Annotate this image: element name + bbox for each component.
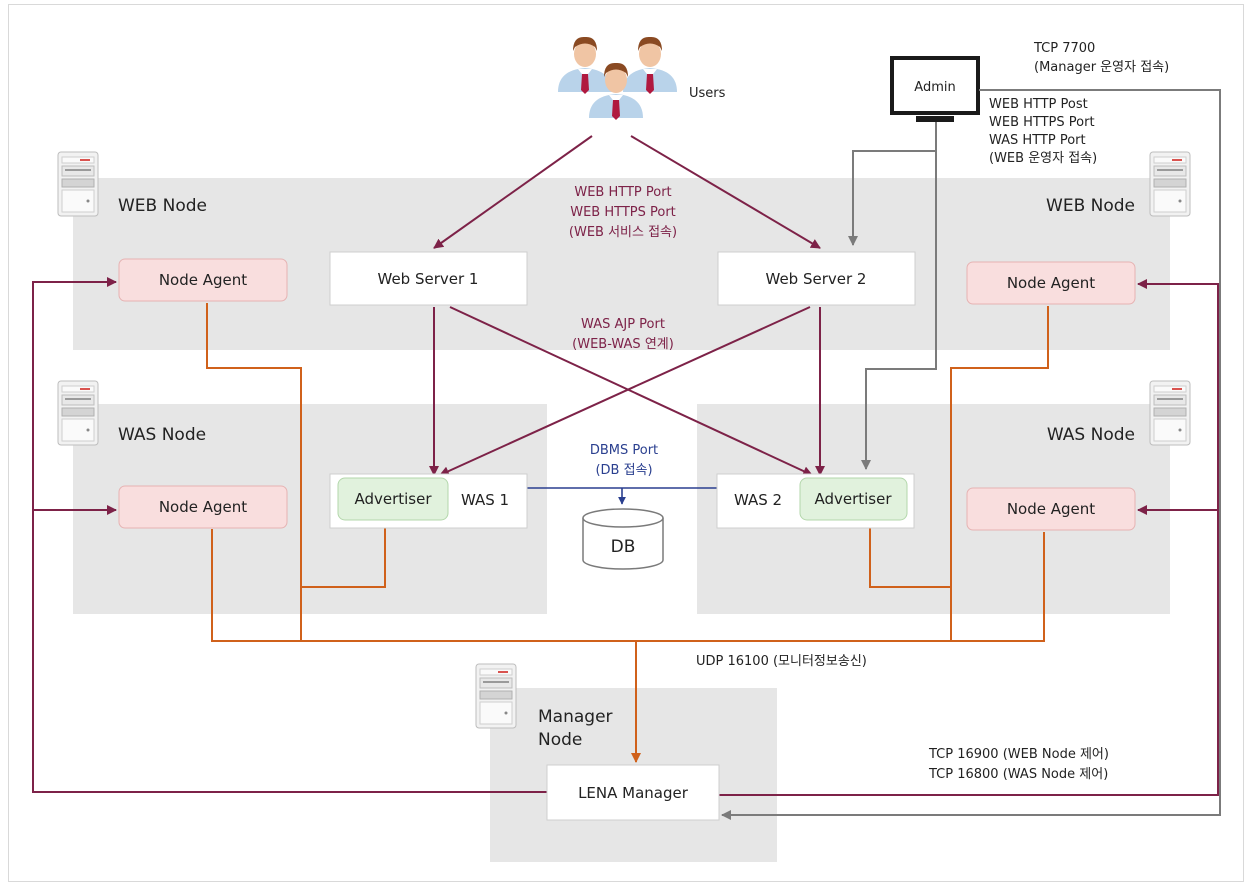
node-agent-web-left[interactable]	[118, 258, 288, 302]
web-server-2[interactable]	[717, 251, 916, 306]
user-icon	[558, 36, 612, 94]
manager-node-title-line2: Node	[538, 730, 582, 750]
web-service-access-label: (WEB 서비스 접속)	[569, 225, 677, 240]
node-agent-web-right[interactable]	[966, 261, 1136, 305]
node-agent-label: Node Agent	[159, 498, 247, 516]
node-agent-label: Node Agent	[159, 271, 247, 289]
was-ajp-port-label: WAS AJP Port	[581, 317, 665, 332]
db-access-label: (DB 접속)	[595, 463, 652, 478]
db-label: DB	[611, 537, 636, 557]
node-agent-label: Node Agent	[1007, 500, 1095, 518]
web-server-2-label: Web Server 2	[766, 270, 867, 288]
dbms-port-label: DBMS Port	[590, 443, 658, 458]
web-http-port-label: WEB HTTP Port	[574, 185, 671, 200]
was-1-label: WAS 1	[461, 491, 509, 509]
admin-lines	[721, 89, 1221, 820]
advertiser-2-label: Advertiser	[814, 490, 892, 508]
user-icon	[623, 36, 677, 94]
control-lines	[32, 277, 1219, 796]
manager-operator-access-label: (Manager 운영자 접속)	[1034, 60, 1169, 75]
admin-port-label: WAS HTTP Port	[989, 133, 1086, 148]
advertiser-1-label: Advertiser	[354, 490, 432, 508]
web-server-1[interactable]	[329, 251, 528, 306]
server-rack-icon	[57, 380, 99, 446]
web-https-port-label: WEB HTTPS Port	[570, 205, 676, 220]
admin-port-label: WEB HTTPS Port	[989, 115, 1095, 130]
web-node-title-right: WEB Node	[1046, 196, 1135, 216]
was-node-title-left: WAS Node	[118, 425, 206, 445]
web-node-title-left: WEB Node	[118, 196, 207, 216]
server-rack-icon	[1149, 151, 1191, 217]
lena-manager[interactable]	[546, 764, 720, 821]
db-lines	[527, 487, 717, 505]
web-server-1-label: Web Server 1	[378, 270, 479, 288]
server-rack-icon	[57, 151, 99, 217]
manager-node-title: Manager	[538, 707, 613, 727]
node-agent-label: Node Agent	[1007, 274, 1095, 292]
udp-monitor-label: UDP 16100 (모니터정보송신)	[696, 654, 867, 669]
tcp-16800-label: TCP 16800 (WAS Node 제어)	[928, 767, 1108, 782]
admin-label: Admin	[914, 80, 955, 95]
was-2-label: WAS 2	[734, 491, 782, 509]
db-icon[interactable]	[582, 508, 664, 570]
admin-monitor-icon	[890, 56, 980, 122]
node-agent-was-left[interactable]	[118, 485, 288, 529]
users-label: Users	[689, 86, 726, 101]
server-rack-icon	[1149, 380, 1191, 446]
service-arrows	[429, 135, 825, 476]
admin-port-label: WEB HTTP Post	[989, 97, 1088, 112]
web-was-link-label: (WEB-WAS 연계)	[572, 337, 674, 352]
monitor-lines	[206, 303, 1049, 763]
tcp-16900-label: TCP 16900 (WEB Node 제어)	[928, 747, 1109, 762]
admin-port-label: (WEB 운영자 접속)	[989, 151, 1097, 166]
server-rack-icon	[475, 663, 517, 729]
was-node-title-right: WAS Node	[1047, 425, 1135, 445]
node-agent-was-right[interactable]	[966, 487, 1136, 531]
lena-manager-label: LENA Manager	[578, 784, 689, 802]
advertiser-1[interactable]	[337, 477, 449, 521]
tcp-7700-label: TCP 7700	[1033, 41, 1095, 56]
advertiser-2[interactable]	[799, 477, 908, 521]
